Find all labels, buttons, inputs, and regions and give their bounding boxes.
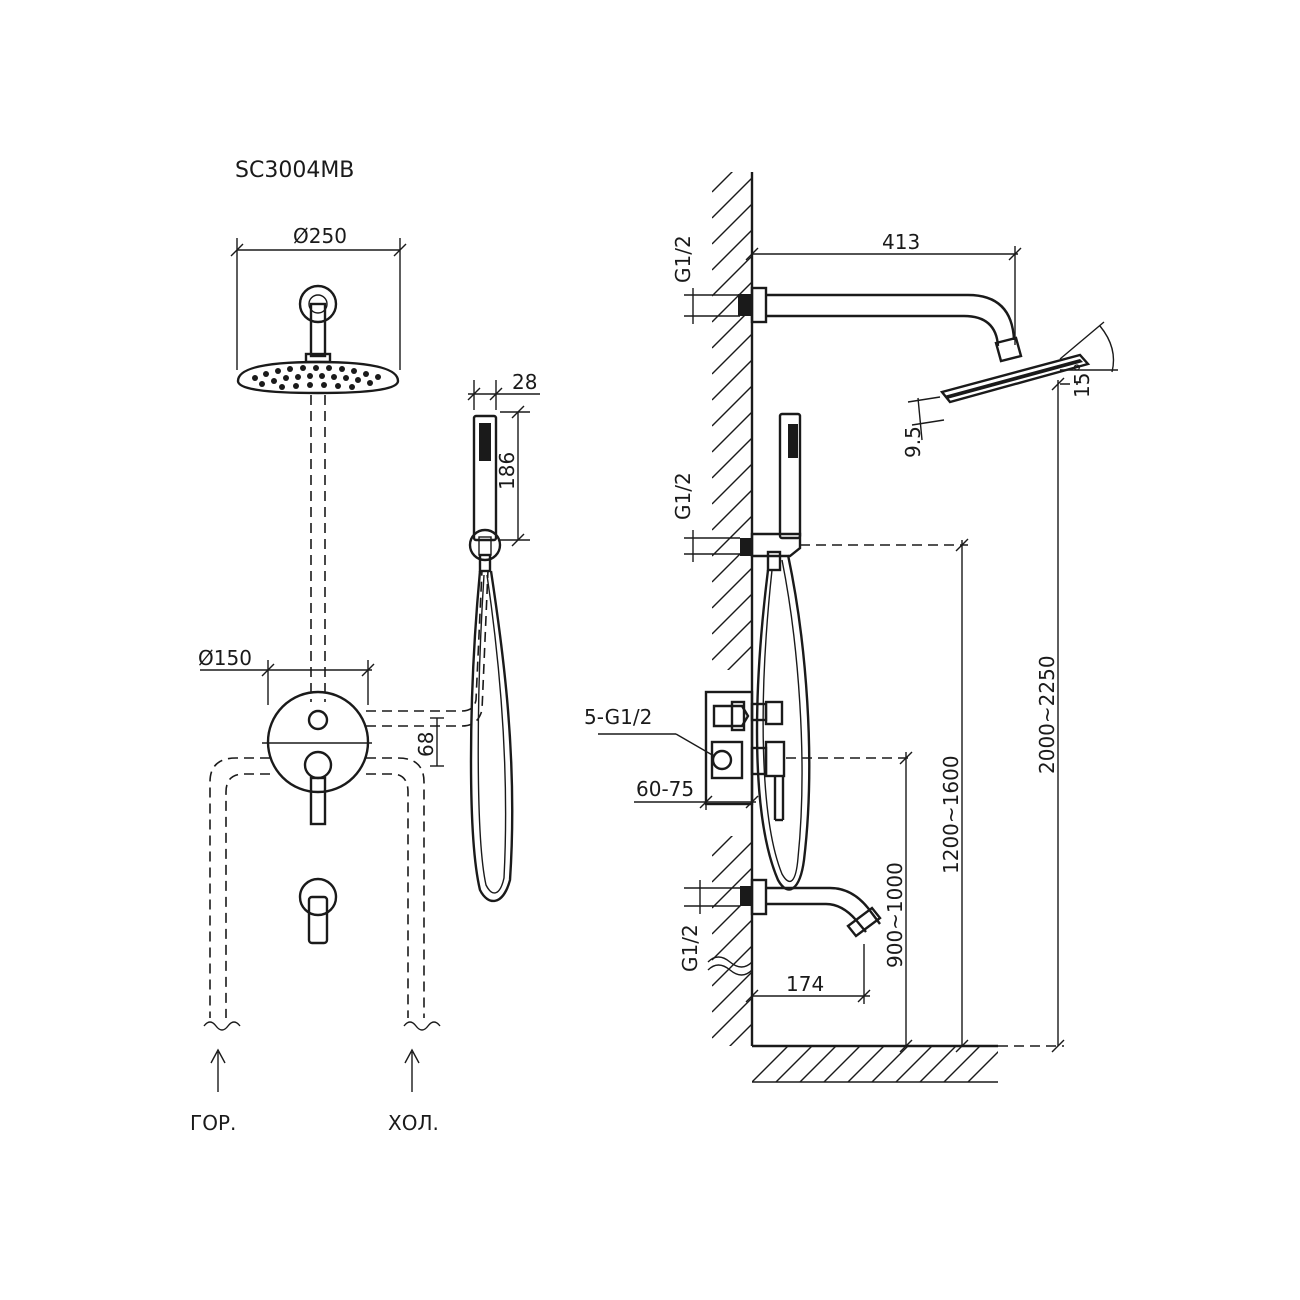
- head-diameter-dimension: Ø250: [230, 224, 407, 370]
- rain-shower-head-front: [236, 284, 400, 395]
- mixer-cover-plate: [262, 690, 372, 826]
- arm-length-dimension: 413: [745, 230, 1022, 345]
- spout-height-label: 900~1000: [883, 862, 907, 968]
- head-thickness-label: 9.5: [901, 426, 925, 458]
- cold-water-label: ХОЛ.: [388, 1111, 439, 1135]
- bath-spout-side: [740, 878, 882, 938]
- head-height-dimension: 2000~2250: [998, 377, 1078, 1053]
- shower-arm-side: [738, 286, 1023, 363]
- holder-thread-dimension: G1/2: [671, 472, 740, 562]
- spout-thread-label: G1/2: [678, 924, 702, 972]
- spout-length-label: 174: [786, 972, 824, 996]
- spout-height-dimension: 900~1000: [786, 751, 913, 1053]
- bath-spout-front: [298, 877, 338, 945]
- holder-height-dimension: 1200~1600: [800, 538, 969, 1053]
- head-height-label: 2000~2250: [1035, 655, 1059, 774]
- hand-shower-dimensions: 28 186: [467, 370, 540, 547]
- wall-depth-dimension: 60-75: [634, 777, 759, 810]
- spout-thread-dimension: G1/2: [678, 880, 740, 972]
- rain-head-side: [939, 353, 1091, 404]
- side-view: 413 G1/2 15°: [584, 172, 1118, 1083]
- front-view: Ø250 Ø150: [190, 224, 540, 1135]
- model-title: SC3004MB: [235, 158, 354, 183]
- hot-water-label: ГОР.: [190, 1111, 236, 1135]
- hand-length-label: 186: [495, 452, 519, 490]
- head-thickness-dimension: 9.5: [901, 396, 945, 458]
- hand-shower-front: [468, 414, 514, 902]
- holder-thread-label: G1/2: [671, 472, 695, 520]
- wall-section: [707, 172, 754, 1046]
- arm-thread-dimension: G1/2: [671, 235, 740, 324]
- head-nozzles: [252, 365, 381, 390]
- concealed-valve-body: [704, 690, 786, 822]
- wall-depth-label: 60-75: [636, 777, 694, 801]
- spout-length-dimension: 174: [745, 944, 871, 1004]
- holder-height-label: 1200~1600: [939, 755, 963, 874]
- cold-supply-arrow: [404, 1048, 420, 1092]
- outlets-callout: 5-G1/2: [584, 705, 715, 757]
- head-angle-dimension: 15°: [1059, 321, 1118, 398]
- arm-thread-label: G1/2: [671, 235, 695, 283]
- head-diameter-label: Ø250: [293, 224, 347, 248]
- plate-diameter-dimension: Ø150: [198, 646, 375, 705]
- hand-width-label: 28: [512, 370, 537, 394]
- head-angle-label: 15°: [1070, 363, 1094, 398]
- handle-spacing-label: 68: [414, 732, 438, 757]
- floor-section: [752, 1044, 998, 1083]
- plate-diameter-label: Ø150: [198, 646, 252, 670]
- handle-spacing-dimension: 68: [414, 717, 444, 767]
- arm-length-label: 413: [882, 230, 920, 254]
- outlets-label: 5-G1/2: [584, 705, 652, 729]
- hot-supply-arrow: [210, 1048, 226, 1092]
